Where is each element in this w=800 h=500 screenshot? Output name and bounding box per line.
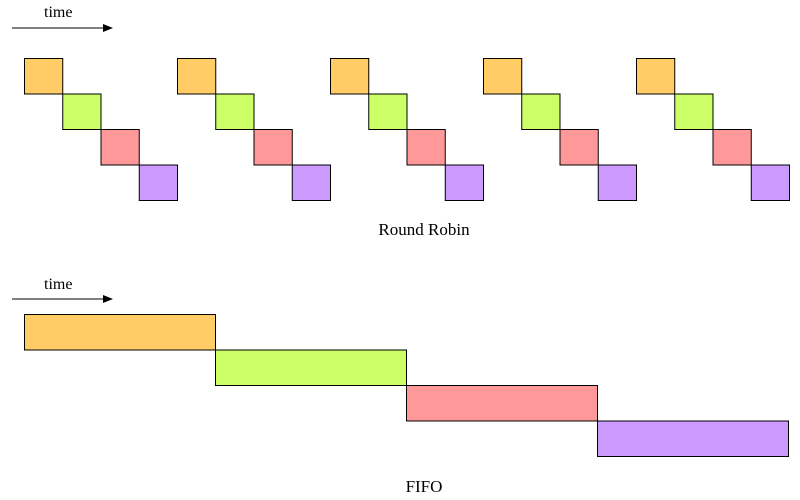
rr-block-round-3-process-4 [444, 164, 484, 201]
rr-block-round-4-process-4 [597, 164, 637, 201]
rr-block-round-3-process-2 [368, 93, 408, 130]
rr-block-round-5-process-2 [674, 93, 714, 130]
fifo-time-label: time [44, 276, 72, 293]
rr-block-round-4-process-2 [521, 93, 561, 130]
fifo-block-process-3 [406, 385, 598, 422]
rr-block-round-3-process-1 [330, 58, 370, 95]
rr-block-round-5-process-3 [712, 129, 752, 166]
fifo-block-process-1 [24, 314, 216, 351]
rr-time-label: time [44, 4, 72, 21]
round-robin-section: time Round Robin [12, 4, 790, 239]
fifo-section: time FIFO [12, 276, 789, 496]
rr-block-round-2-process-3 [253, 129, 293, 166]
rr-block-round-3-process-3 [406, 129, 446, 166]
fifo-block-process-2 [215, 349, 407, 386]
fifo-caption: FIFO [406, 477, 443, 496]
fifo-block-process-4 [597, 420, 789, 457]
rr-block-round-1-process-1 [24, 58, 64, 95]
rr-block-round-2-process-1 [177, 58, 217, 95]
rr-block-round-1-process-4 [138, 164, 178, 201]
rr-blocks [24, 58, 790, 201]
rr-block-round-4-process-1 [483, 58, 523, 95]
rr-block-round-2-process-4 [291, 164, 331, 201]
fifo-blocks [24, 314, 789, 457]
rr-block-round-5-process-1 [636, 58, 676, 95]
rr-block-round-4-process-3 [559, 129, 599, 166]
rr-caption: Round Robin [378, 220, 470, 239]
rr-block-round-1-process-2 [62, 93, 102, 130]
rr-block-round-2-process-2 [215, 93, 255, 130]
rr-block-round-1-process-3 [100, 129, 140, 166]
rr-block-round-5-process-4 [750, 164, 790, 201]
